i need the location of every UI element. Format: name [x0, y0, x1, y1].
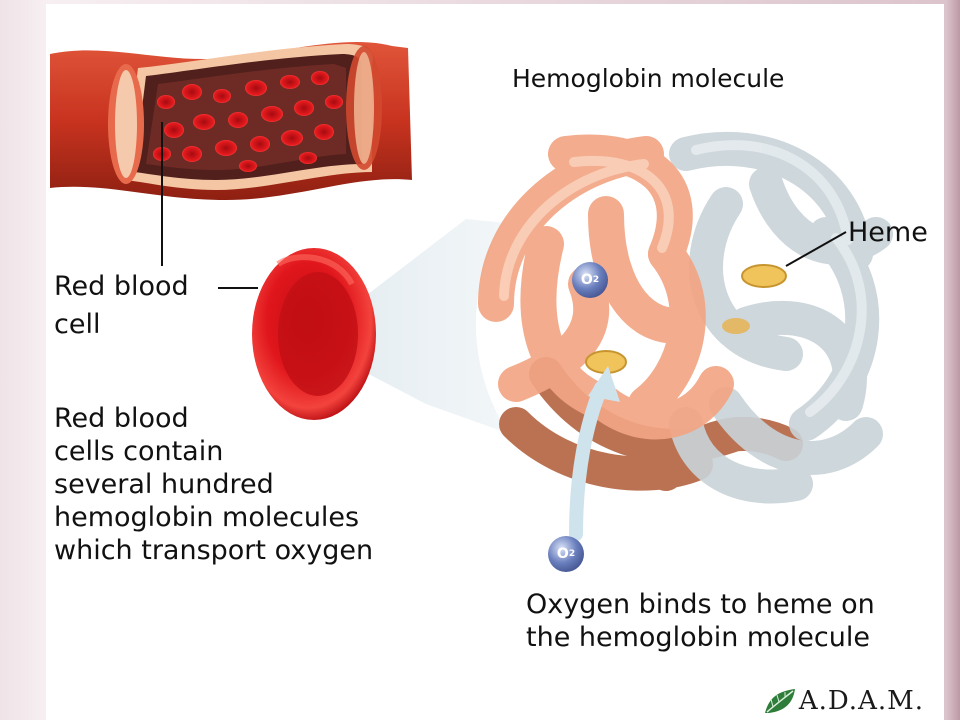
leaf-icon [764, 689, 795, 713]
heme-disc-right [741, 264, 787, 288]
description-line: several hundred [54, 469, 274, 500]
description-text: Red blood cells contain several hundred … [54, 402, 373, 567]
red-blood-cell-large [252, 248, 376, 420]
o2-subscript: 2 [592, 275, 600, 285]
description-line: hemoglobin molecules [54, 502, 360, 533]
description-line: Red blood [54, 403, 189, 434]
brand-logo: A.D.A.M. [763, 686, 924, 716]
heme-leader-line [785, 231, 847, 267]
label-red-blood-cell-line1: Red blood [54, 271, 189, 302]
o2-symbol: O [556, 546, 569, 562]
description-line: which transport oxygen [54, 535, 374, 566]
binding-caption-line: Oxygen binds to heme on [526, 589, 875, 620]
binding-caption-line: the hemoglobin molecule [526, 622, 870, 653]
diagram-title: Hemoglobin molecule [512, 64, 785, 93]
binding-caption: Oxygen binds to heme on the hemoglobin m… [526, 588, 875, 654]
o2-subscript: 2 [568, 549, 576, 559]
label-heme: Heme [848, 217, 928, 248]
description-line: cells contain [54, 436, 224, 467]
brand-name: A.D.A.M. [798, 686, 924, 716]
hemoglobin-illustration [50, 41, 893, 541]
label-red-blood-cell-line2: cell [54, 309, 101, 340]
hemoglobin-molecule [476, 124, 893, 524]
vessel-red-blood-cells [153, 71, 343, 172]
oxygen-binding-arrow [569, 366, 620, 541]
o2-symbol: O [580, 272, 593, 288]
